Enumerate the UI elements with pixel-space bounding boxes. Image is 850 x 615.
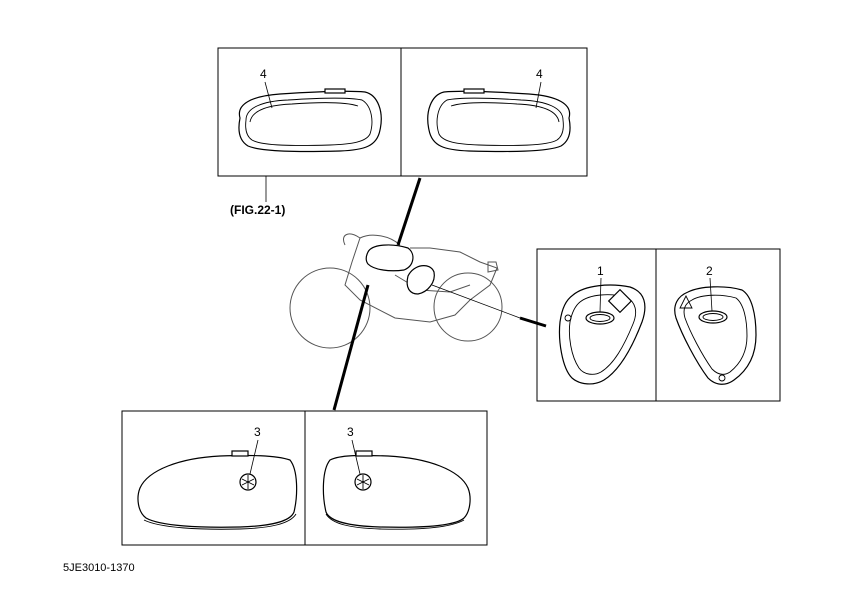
figure-reference: (FIG.22-1) — [230, 203, 285, 217]
panel-right-side-covers: 1 2 — [536, 248, 781, 402]
callout-2: 2 — [706, 264, 713, 278]
connector-top — [396, 177, 422, 246]
panel-top-tank-pads: 4 4 (FIG.22-1) — [217, 47, 588, 217]
leader-3-left — [249, 439, 259, 475]
bike-side-cover-highlight — [406, 265, 435, 295]
drawing-code: 5JE3010-1370 — [63, 562, 135, 574]
callout-3-left: 3 — [254, 425, 261, 439]
callout-4-right: 4 — [536, 67, 543, 81]
tank-shell-right — [322, 450, 471, 530]
leader-3-right — [351, 439, 361, 475]
motorcycle-silhouette — [289, 233, 503, 349]
callout-1: 1 — [597, 264, 604, 278]
connector-bottom — [332, 284, 370, 411]
panel-connectors — [332, 177, 547, 411]
side-cover-left — [558, 284, 646, 385]
leader-4-left — [264, 81, 273, 109]
panel-top-frame — [217, 47, 588, 177]
leader-2 — [709, 277, 713, 312]
panel-bottom-tank-emblems: 3 3 — [121, 410, 488, 546]
tank-pad-left — [238, 88, 382, 153]
callout-4-left: 4 — [260, 67, 267, 81]
leader-4-right — [535, 81, 542, 109]
tank-shell-left — [137, 450, 298, 530]
leader-1 — [599, 277, 602, 313]
panel-right-frame — [536, 248, 781, 402]
callout-3-right: 3 — [347, 425, 354, 439]
bike-tank-highlight — [365, 244, 414, 272]
tank-pad-right — [427, 88, 571, 153]
connector-right — [519, 316, 547, 328]
side-cover-right — [674, 286, 757, 385]
emblem-icon — [698, 310, 728, 324]
connector-right-thin — [431, 284, 521, 319]
